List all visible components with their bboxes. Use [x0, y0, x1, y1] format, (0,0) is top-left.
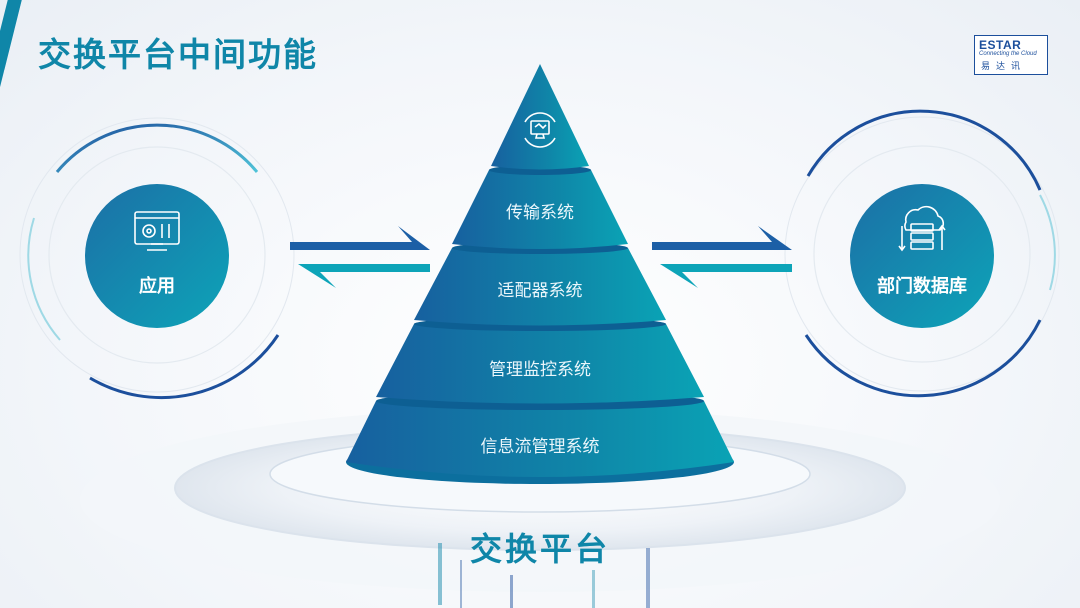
- estar-logo: ESTAR Connecting the Cloud 易达讯: [974, 35, 1048, 75]
- right-exchange-arrows: [652, 226, 792, 288]
- left-node-label: 应用: [139, 276, 175, 297]
- app-settings-icon: [134, 211, 180, 251]
- logo-tagline: Connecting the Cloud: [979, 51, 1037, 57]
- cloud-database-icon: [898, 205, 946, 252]
- tier-label-1: 传输系统: [506, 203, 574, 223]
- base-label: 交换平台: [469, 530, 610, 568]
- pyramid: [346, 64, 734, 484]
- pyramid-tier-2: [414, 248, 666, 326]
- monitor-sync-icon: [524, 112, 556, 148]
- pyramid-tier-1: [452, 170, 628, 249]
- left-node-circle: [85, 184, 229, 328]
- left-node-rings: [19, 117, 295, 400]
- pyramid-tier-4: [346, 401, 734, 477]
- right-node-label: 部门数据库: [877, 276, 967, 297]
- logo-brand: ESTAR: [979, 38, 1022, 52]
- page-title: 交换平台中间功能: [38, 35, 318, 74]
- tier-label-2: 适配器系统: [497, 281, 583, 301]
- left-exchange-arrows: [290, 226, 430, 288]
- pyramid-top: [491, 64, 589, 170]
- tier-label-3: 管理监控系统: [489, 360, 591, 380]
- pyramid-tier-3: [376, 324, 704, 404]
- tier-label-4: 信息流管理系统: [480, 437, 600, 457]
- right-node-circle: [850, 184, 994, 328]
- logo-chinese: 易达讯: [981, 62, 1027, 72]
- base-streaks: [438, 543, 650, 608]
- right-node-rings: [784, 109, 1060, 398]
